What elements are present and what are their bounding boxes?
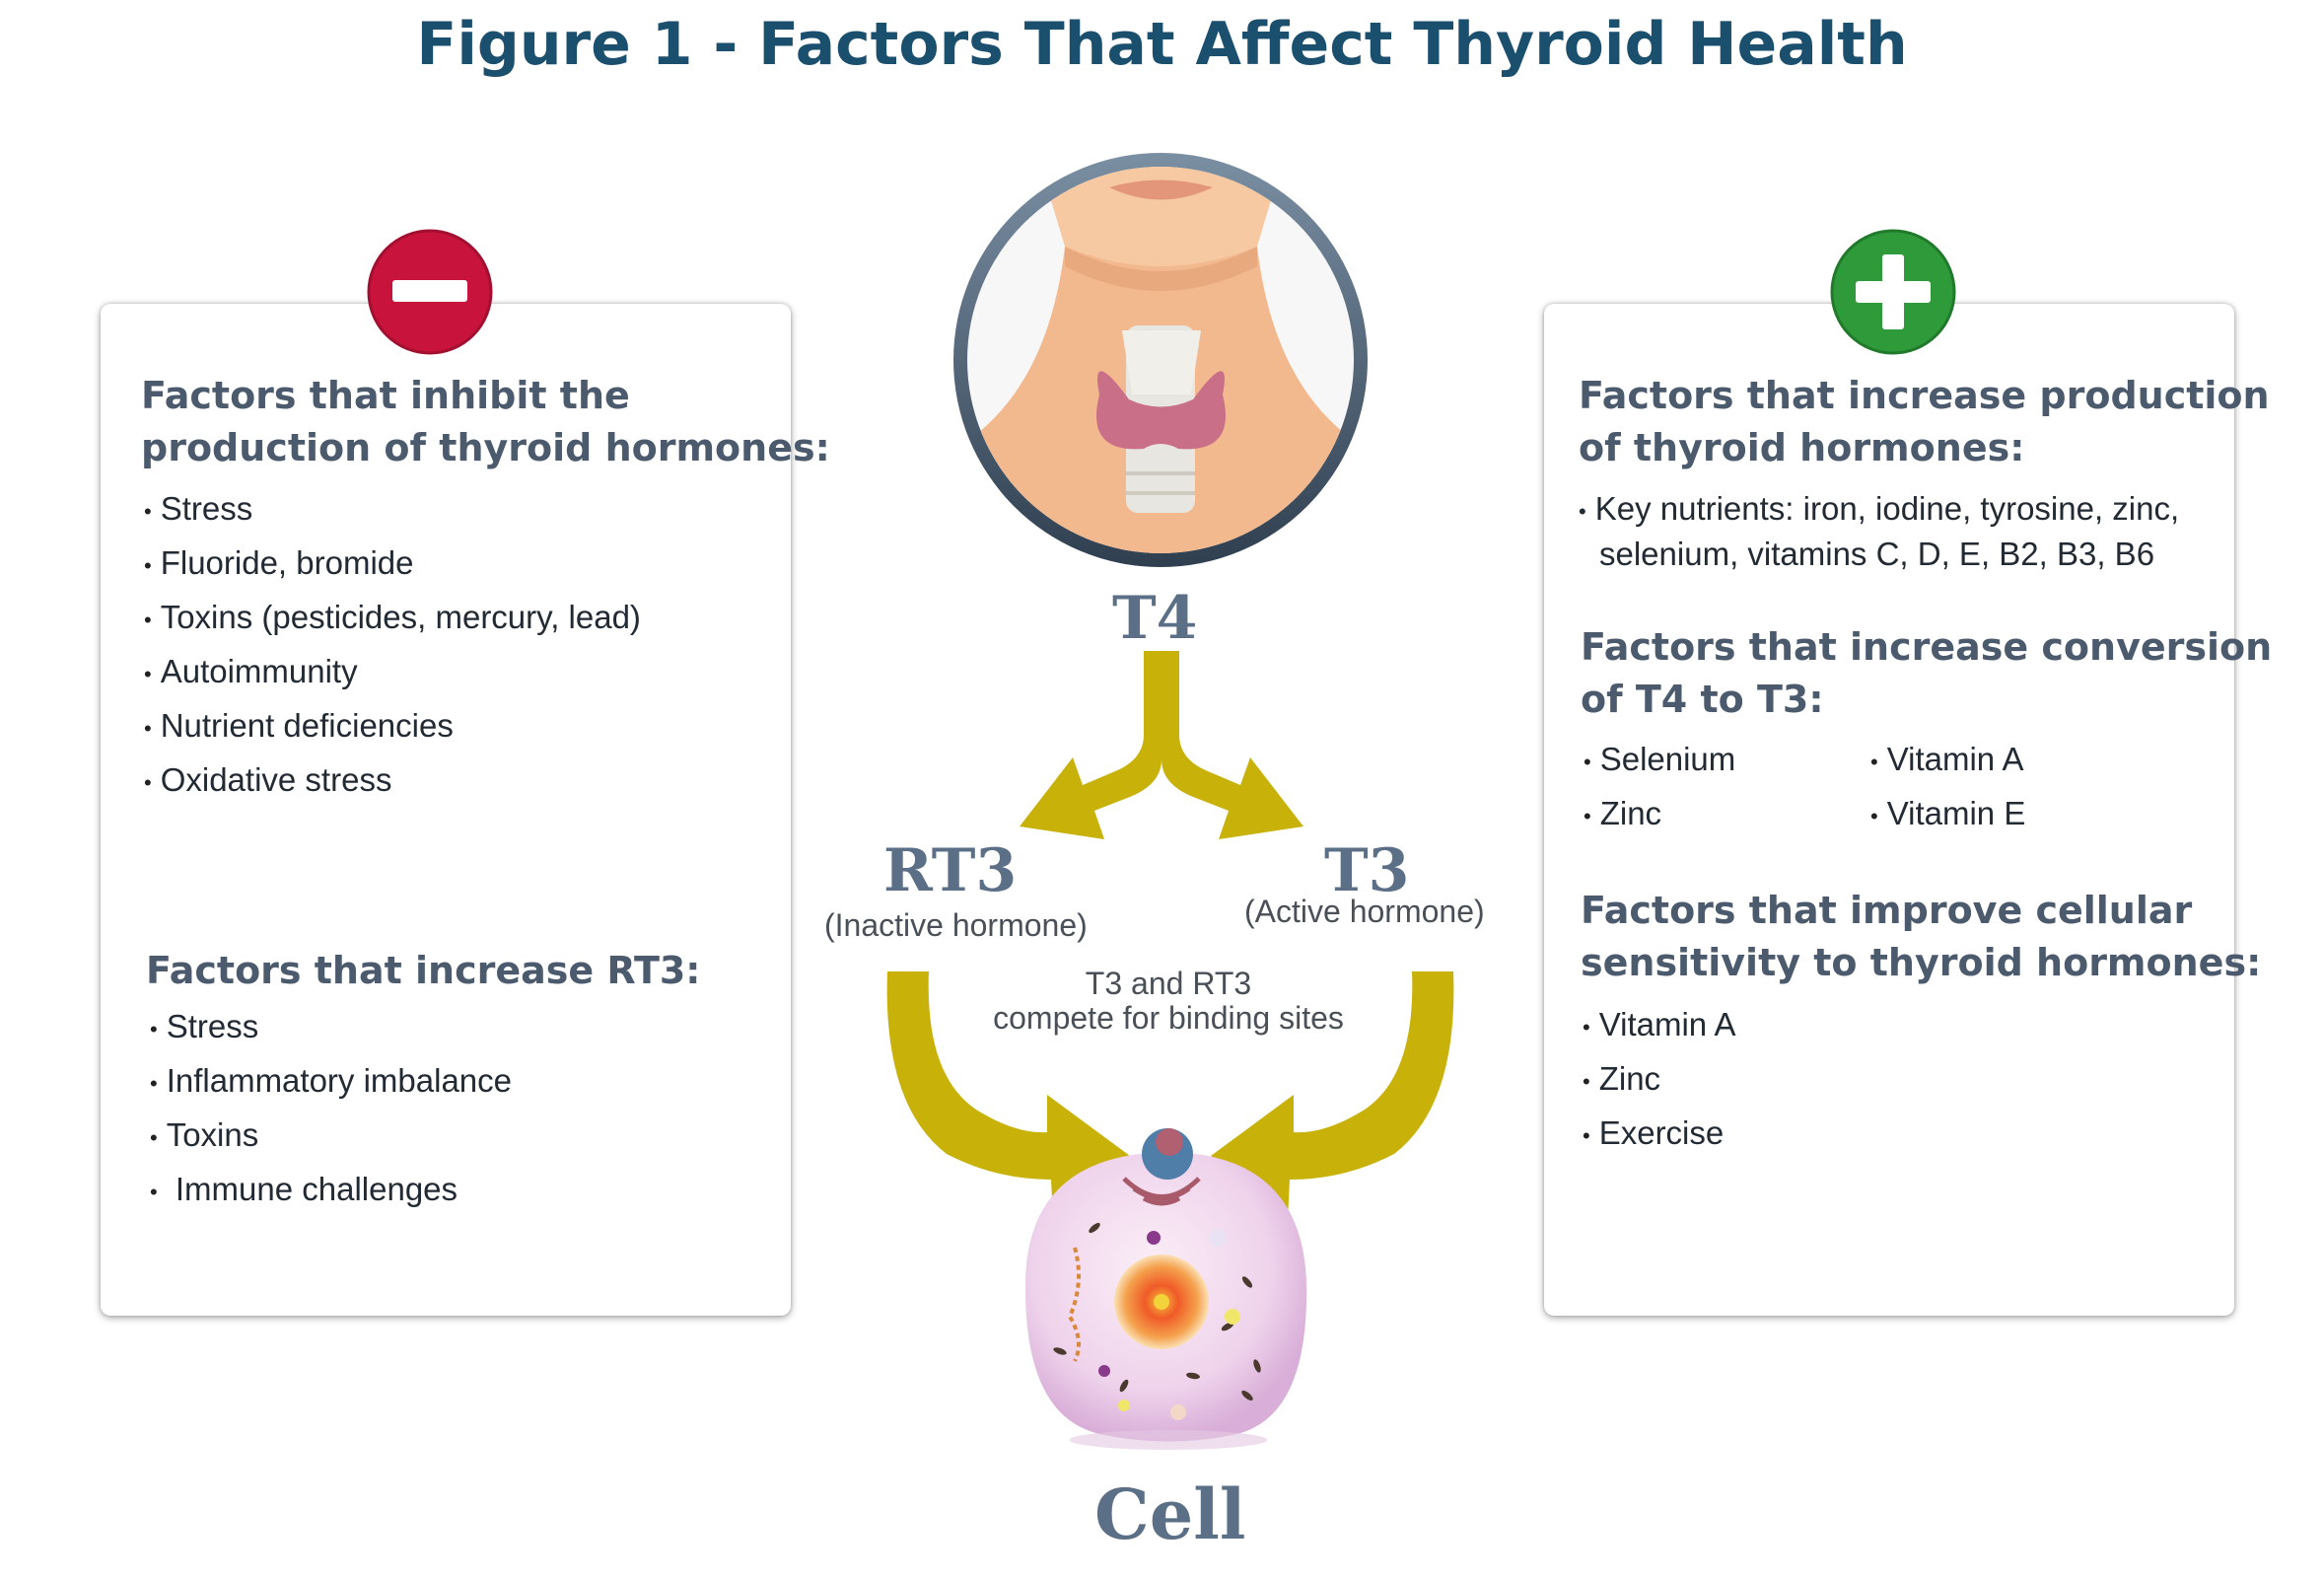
- sensitivity-heading-line-1: Factors that improve cellular: [1581, 889, 2193, 932]
- list-item: Toxins (pesticides, mercury, lead): [144, 595, 641, 649]
- sensitivity-heading: Factors that improve cellular sensitivit…: [1581, 885, 2261, 989]
- rt3-to-cell-arrow: [886, 971, 1130, 1219]
- production-heading-line-1: Factors that increase production: [1579, 374, 2270, 417]
- compete-caption: T3 and RT3 compete for binding sites: [976, 967, 1361, 1036]
- list-item: Fluoride, bromide: [144, 540, 641, 595]
- inhibit-list: Stress Fluoride, bromide Toxins (pestici…: [144, 486, 641, 812]
- list-item: Nutrient deficiencies: [144, 703, 641, 757]
- list-item: Zinc: [1584, 791, 1735, 845]
- list-item: Vitamin A: [1583, 1002, 1736, 1056]
- list-item: Stress: [150, 1004, 512, 1058]
- rt3-label: RT3: [883, 836, 1018, 905]
- t3-to-cell-arrow: [1211, 971, 1454, 1219]
- rt3-caption: (Inactive hormone): [824, 907, 1088, 943]
- list-item: Toxins: [150, 1112, 512, 1167]
- t4-label: T4: [1112, 584, 1198, 653]
- rt3-heading: Factors that increase RT3:: [146, 949, 701, 992]
- inhibit-heading-line-2: production of thyroid hormones:: [141, 426, 830, 469]
- list-item: Immune challenges: [150, 1167, 512, 1221]
- list-item: Key nutrients: iron, iodine, tyrosine, z…: [1579, 487, 2179, 533]
- inhibit-heading: Factors that inhibit the production of t…: [141, 370, 830, 474]
- compete-caption-line-2: compete for binding sites: [993, 1000, 1344, 1036]
- list-item: Stress: [144, 486, 641, 540]
- sensitivity-heading-line-2: sensitivity to thyroid hormones:: [1581, 941, 2262, 984]
- production-list: Key nutrients: iron, iodine, tyrosine, z…: [1579, 487, 2179, 575]
- list-item: Vitamin A: [1870, 737, 2025, 791]
- list-item: Selenium: [1584, 737, 1736, 791]
- list-item: Exercise: [1583, 1111, 1736, 1165]
- cell-icon: [1024, 1128, 1307, 1450]
- list-item: Vitamin E: [1870, 791, 2026, 845]
- production-heading: Factors that increase production of thyr…: [1579, 370, 2270, 474]
- conversion-heading-line-1: Factors that increase conversion: [1581, 625, 2273, 669]
- conversion-list-col-1: Selenium Zinc: [1584, 737, 1736, 845]
- t4-split-arrow: [1020, 651, 1303, 839]
- conversion-heading-line-2: of T4 to T3:: [1581, 678, 1824, 721]
- inhibit-heading-line-1: Factors that inhibit the: [141, 374, 630, 417]
- list-item: Inflammatory imbalance: [150, 1058, 512, 1112]
- list-item: Zinc: [1583, 1056, 1736, 1111]
- conversion-list-col-2: Vitamin A Vitamin E: [1870, 737, 2026, 845]
- list-item: Oxidative stress: [144, 757, 641, 812]
- compete-caption-line-1: T3 and RT3: [1085, 966, 1252, 1001]
- thyroid-neck-icon: [953, 153, 1368, 567]
- t3-caption: (Active hormone): [1244, 894, 1485, 929]
- figure-title: Figure 1 - Factors That Affect Thyroid H…: [416, 10, 1908, 79]
- cell-label: Cell: [1094, 1473, 1246, 1555]
- rt3-list: Stress Inflammatory imbalance Toxins Imm…: [150, 1004, 512, 1221]
- t3-label: T3: [1324, 836, 1410, 905]
- production-heading-line-2: of thyroid hormones:: [1579, 426, 2025, 469]
- conversion-heading: Factors that increase conversion of T4 t…: [1581, 621, 2272, 726]
- list-item-continued: selenium, vitamins C, D, E, B2, B3, B6: [1599, 535, 2155, 572]
- list-item: Autoimmunity: [144, 649, 641, 703]
- sensitivity-list: Vitamin A Zinc Exercise: [1583, 1002, 1736, 1165]
